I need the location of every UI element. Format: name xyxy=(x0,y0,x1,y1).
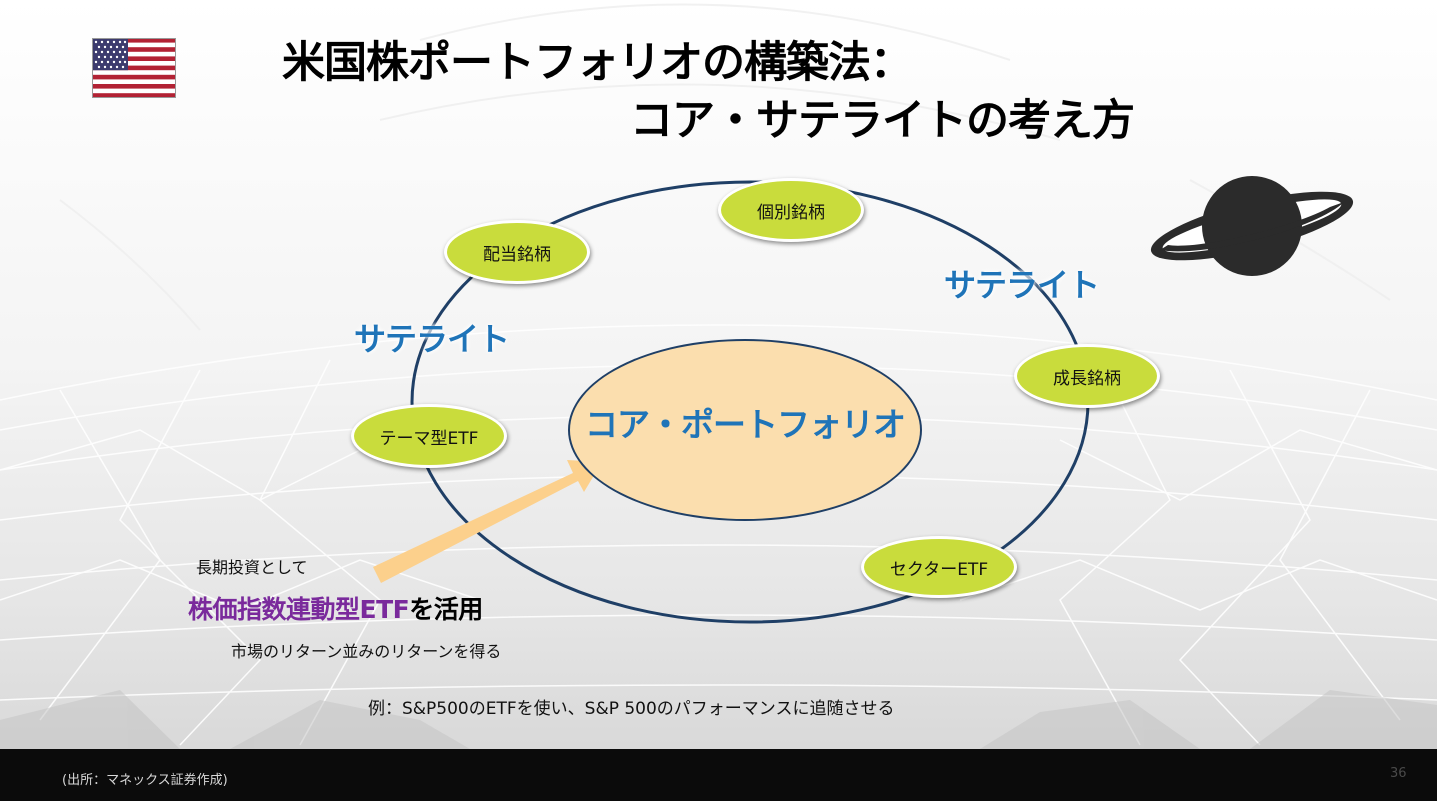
long-term-note: 長期投資として xyxy=(196,558,308,577)
page-number: 36 xyxy=(1390,766,1407,781)
bubble-label: 配当銘柄 xyxy=(483,244,551,265)
etf-suffix: を活用 xyxy=(409,595,483,624)
arrow-to-core xyxy=(373,460,602,583)
etf-highlight: 株価指数連動型ETF xyxy=(188,595,410,624)
bubble-label: 成長銘柄 xyxy=(1053,368,1121,389)
core-portfolio-label: コア・ポートフォリオ xyxy=(585,405,906,444)
satellite-label-right: サテライト xyxy=(944,266,1100,304)
market-return-note: 市場のリターン並みのリターンを得る xyxy=(231,642,502,661)
slide-title-line-1: 米国株ポートフォリオの構築法： xyxy=(282,38,913,88)
satellite-label-left: サテライト xyxy=(354,320,510,358)
source-note: (出所：マネックス証券作成) xyxy=(62,773,228,788)
etf-usage-line: 株価指数連動型ETFを活用 xyxy=(188,590,483,626)
bubble-label: セクターETF xyxy=(889,559,989,580)
bubble-individual-stocks: 個別銘柄 xyxy=(718,178,864,242)
bubble-growth-stocks: 成長銘柄 xyxy=(1014,344,1160,408)
saturn-icon xyxy=(1150,176,1354,276)
bubble-label: 個別銘柄 xyxy=(757,202,825,223)
us-flag-icon xyxy=(92,38,176,98)
bubble-label: テーマ型ETF xyxy=(379,428,479,449)
bubble-sector-etf: セクターETF xyxy=(861,536,1017,598)
core-portfolio-ellipse xyxy=(568,339,922,521)
footer-bar xyxy=(0,749,1437,801)
bubble-dividend-stocks: 配当銘柄 xyxy=(444,220,590,284)
bubble-theme-etf: テーマ型ETF xyxy=(351,404,507,468)
slide-title-line-2: コア・サテライトの考え方 xyxy=(630,96,1135,146)
example-note: 例：S&P500のETFを使い、S&P 500のパフォーマンスに追随させる xyxy=(368,699,895,719)
